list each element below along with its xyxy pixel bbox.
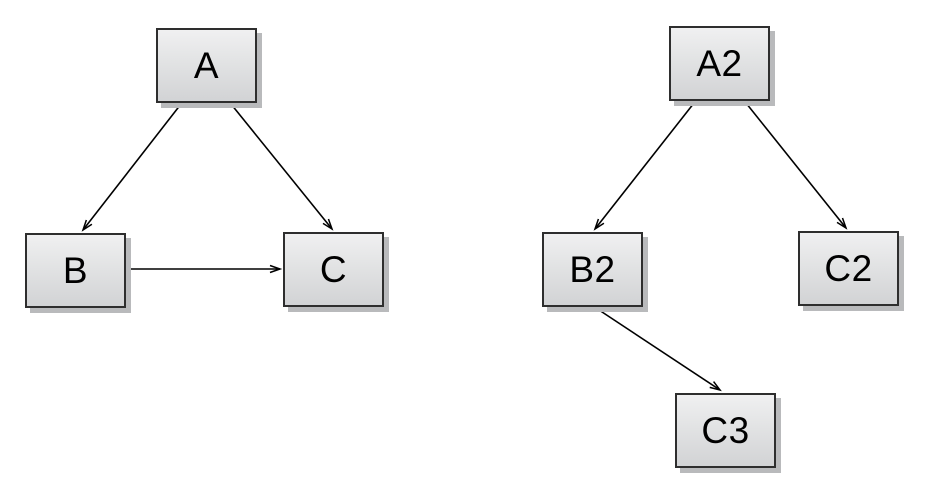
node-C2-label: C2 bbox=[824, 248, 873, 289]
edge-A2-C2 bbox=[745, 102, 848, 230]
node-B[interactable]: B bbox=[25, 233, 126, 308]
edge-A-B bbox=[81, 103, 182, 232]
node-C2[interactable]: C2 bbox=[798, 231, 899, 306]
node-C3-label: C3 bbox=[701, 410, 750, 451]
node-A-label: A bbox=[193, 45, 220, 86]
node-C3[interactable]: C3 bbox=[675, 393, 776, 468]
edge-B2-C3 bbox=[595, 307, 722, 392]
node-B-label: B bbox=[62, 250, 89, 291]
node-B2[interactable]: B2 bbox=[542, 232, 643, 307]
node-A[interactable]: A bbox=[156, 28, 257, 103]
node-C[interactable]: C bbox=[283, 232, 384, 307]
edge-A-C bbox=[230, 103, 334, 231]
node-B2-label: B2 bbox=[569, 249, 616, 290]
node-A2-label: A2 bbox=[696, 43, 743, 84]
node-C-label: C bbox=[319, 249, 348, 290]
edge-A2-B2 bbox=[593, 102, 695, 231]
node-A2[interactable]: A2 bbox=[669, 26, 770, 101]
